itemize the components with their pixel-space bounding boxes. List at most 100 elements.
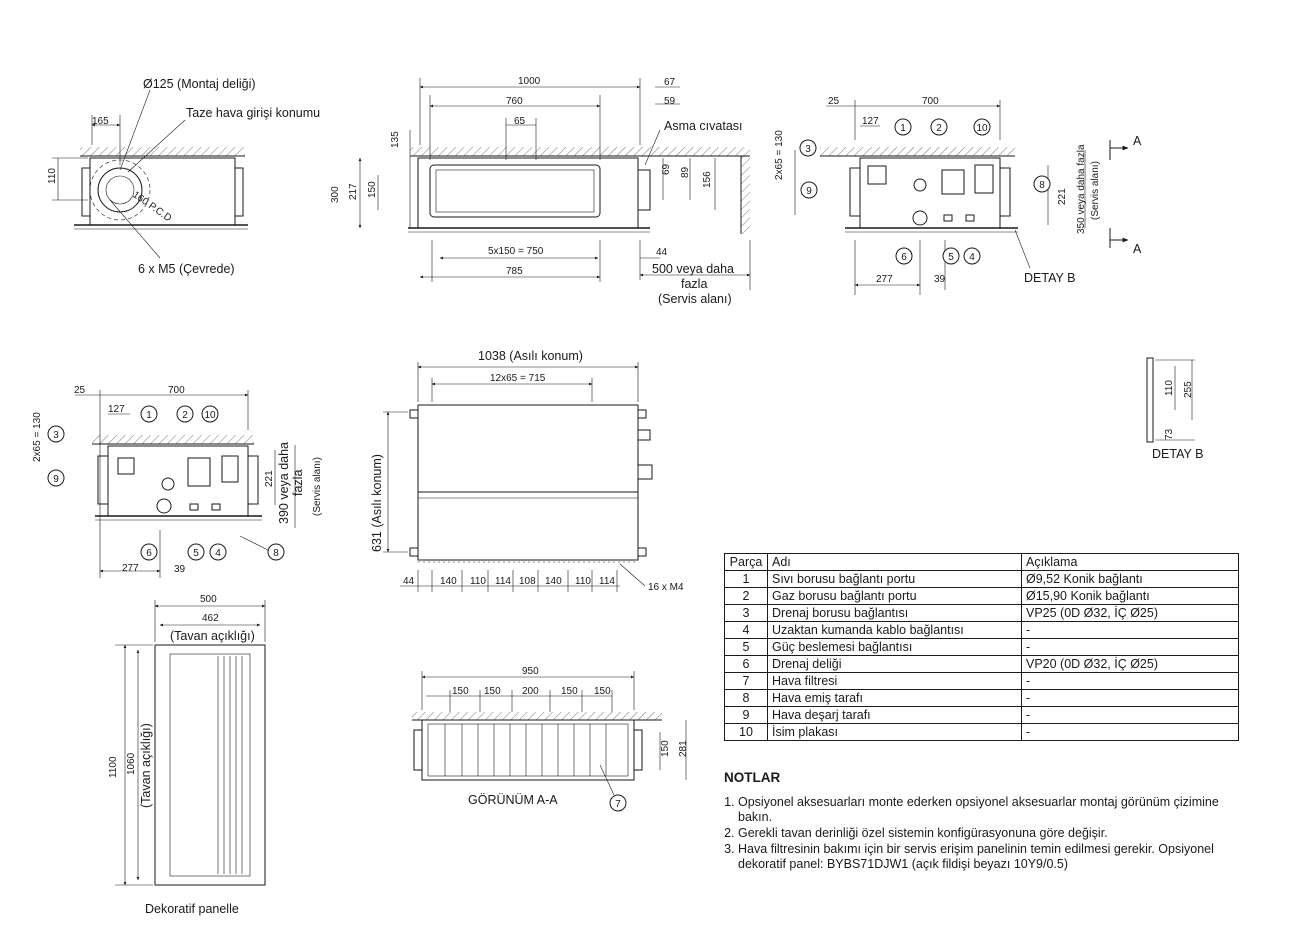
callout-7: 7 — [609, 794, 627, 812]
dim-165: 165 — [92, 116, 109, 127]
label-hanging-bolt: Asma cıvatası — [664, 119, 743, 133]
callout-6-b: 6 — [140, 543, 158, 561]
label-m5: 6 x M5 (Çevrede) — [138, 262, 235, 276]
label-section-a-bottom: A — [1133, 242, 1142, 256]
svg-text:3: 3 — [53, 430, 59, 441]
label-service-area-2: fazla — [681, 277, 707, 291]
dim-300: 300 — [330, 186, 341, 203]
header-name: Adı — [767, 553, 1022, 571]
dim-500: 500 — [200, 594, 217, 605]
callout-3-a: 3 — [799, 139, 817, 157]
note-item: Opsiyonel aksesuarları monte ederken ops… — [738, 795, 1244, 825]
dim-127: 127 — [862, 116, 879, 127]
dim-aa-1: 150 — [484, 686, 501, 697]
svg-text:4: 4 — [969, 252, 975, 263]
label-ceiling-open-v: (Tavan açıklığı) — [139, 723, 153, 808]
dim-5x150: 5x150 = 750 — [488, 246, 544, 257]
view-side-right: 25 700 127 2x65 = 130 221 350 veya daha … — [774, 96, 1142, 295]
notes-title: NOTLAR — [724, 770, 781, 785]
svg-text:10: 10 — [204, 410, 216, 421]
dim-150-aa: 150 — [660, 740, 671, 757]
dim-217: 217 — [348, 183, 359, 200]
svg-text:6: 6 — [901, 252, 907, 263]
label-detay-b-2: DETAY B — [1152, 447, 1203, 461]
dim-110: 110 — [47, 168, 58, 184]
dim-277: 277 — [876, 274, 893, 285]
callout-9-b: 9 — [47, 469, 65, 487]
dim-221-b: 221 — [264, 470, 275, 487]
svg-text:2: 2 — [936, 123, 942, 134]
svg-text:2: 2 — [182, 410, 188, 421]
dim-67: 67 — [664, 77, 676, 88]
callout-1-b: 1 — [140, 405, 158, 423]
dim-bottom-1: 140 — [440, 576, 457, 587]
label-service-area-3: (Servis alanı) — [658, 292, 732, 306]
dim-bottom-0: 44 — [403, 576, 415, 587]
view-side-left: 165 110 Ø125 (Montaj deliği) Taze hava g… — [47, 77, 320, 276]
view-plan: 1038 (Asılı konum) 12x65 = 715 631 (Asıl… — [370, 349, 684, 593]
svg-text:1: 1 — [146, 410, 152, 421]
dim-59: 59 — [664, 96, 676, 107]
dim-aa-0: 150 — [452, 686, 469, 697]
svg-text:5: 5 — [193, 548, 199, 559]
callout-10-a: 10 — [973, 118, 991, 136]
dim-bottom-7: 114 — [599, 576, 615, 587]
dim-65: 65 — [514, 116, 526, 127]
header-part: Parça — [724, 553, 768, 571]
dim-150: 150 — [367, 181, 378, 198]
dim-12x65: 12x65 = 715 — [490, 373, 546, 384]
callouts: 1 2 10 3 9 8 6 5 4 1 2 10 3 9 6 5 4 8 7 — [47, 118, 1051, 812]
dim-25: 25 — [828, 96, 840, 107]
label-hang-pos-v: 631 (Asılı konum) — [370, 454, 384, 552]
svg-text:3: 3 — [805, 144, 811, 155]
svg-text:8: 8 — [1039, 180, 1045, 191]
dim-aa-3: 150 — [561, 686, 578, 697]
svg-text:9: 9 — [53, 474, 59, 485]
view-detail-b: 110 255 73 DETAY B — [1146, 357, 1203, 461]
dim-221: 221 — [1057, 188, 1068, 205]
notes-section: NOTLAR Opsiyonel aksesuarları monte eder… — [724, 770, 1244, 873]
dim-760: 760 — [506, 96, 523, 107]
label-depth2-2: fazla — [291, 470, 305, 496]
dim-25-b: 25 — [74, 385, 86, 396]
label-mounting-hole: Ø125 (Montaj deliği) — [143, 77, 256, 91]
label-fresh-air: Taze hava girişi konumu — [186, 106, 320, 120]
svg-text:5: 5 — [948, 252, 954, 263]
svg-text:4: 4 — [215, 548, 221, 559]
dim-2x65: 2x65 = 130 — [774, 130, 785, 180]
note-item: Hava filtresinin bakımı için bir servis … — [738, 842, 1244, 872]
label-panel: Dekoratif panelle — [145, 902, 239, 916]
dim-2x65-b: 2x65 = 130 — [32, 412, 43, 462]
callout-5-b: 5 — [187, 543, 205, 561]
dim-950: 950 — [522, 666, 539, 677]
dim-39: 39 — [934, 274, 946, 285]
label-depth2-3: (Servis alanı) — [312, 457, 323, 516]
callout-1-a: 1 — [894, 118, 912, 136]
svg-text:9: 9 — [806, 186, 812, 197]
dim-127-b: 127 — [108, 404, 125, 415]
dim-462: 462 — [202, 613, 219, 624]
dim-44: 44 — [656, 247, 668, 258]
callout-4-b: 4 — [209, 543, 227, 561]
callout-5-a: 5 — [942, 247, 960, 265]
callout-6-a: 6 — [895, 247, 913, 265]
dim-69: 69 — [661, 163, 672, 175]
dim-1060: 1060 — [126, 752, 137, 775]
label-depth-2: (Servis alanı) — [1090, 161, 1101, 220]
dim-bottom-6: 110 — [575, 576, 591, 587]
dim-bottom-4: 108 — [519, 576, 536, 587]
dim-135: 135 — [390, 131, 401, 148]
callout-8-b: 8 — [267, 543, 285, 561]
callout-10-b: 10 — [201, 405, 219, 423]
label-ceiling-open-h: (Tavan açıklığı) — [170, 629, 255, 643]
callout-3-b: 3 — [47, 425, 65, 443]
callout-9-a: 9 — [800, 181, 818, 199]
